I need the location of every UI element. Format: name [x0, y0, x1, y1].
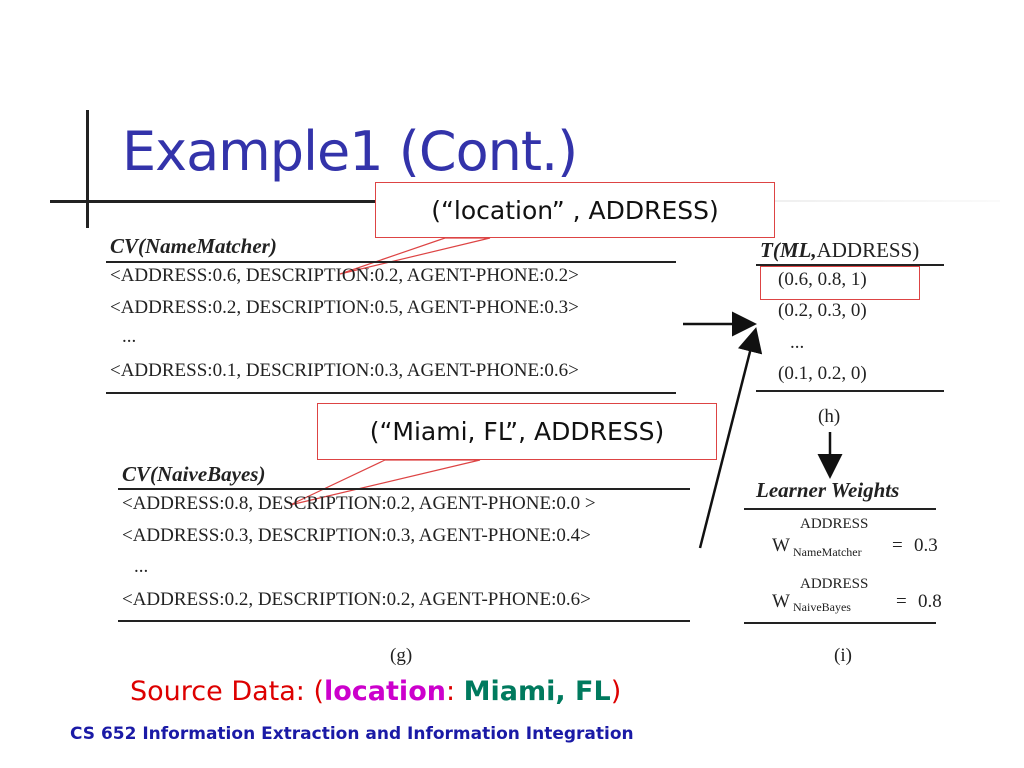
tml-highlight-box	[760, 266, 920, 300]
source-location: location	[324, 676, 446, 707]
learner-weights-header: Learner Weights	[756, 478, 900, 502]
source-suffix: )	[610, 676, 622, 707]
tml-row: (0.1, 0.2, 0)	[778, 363, 867, 384]
weights-top-rule	[744, 508, 936, 510]
namematcher-row: <ADDRESS:0.2, DESCRIPTION:0.5, AGENT-PHO…	[110, 297, 579, 318]
source-colon: :	[445, 676, 456, 707]
title-vertical-rule	[86, 110, 89, 228]
naivebayes-row: <ADDRESS:0.3, DESCRIPTION:0.3, AGENT-PHO…	[122, 525, 591, 546]
namematcher-top-rule	[106, 261, 676, 263]
arrow-from-naivebayes	[698, 327, 763, 549]
w2-value: 0.8	[918, 591, 942, 612]
tml-header-italic: T(ML,	[760, 238, 817, 262]
tml-row: (0.2, 0.3, 0)	[778, 300, 867, 321]
w1-subscript: NameMatcher	[793, 545, 862, 559]
slide-footer: CS 652 Information Extraction and Inform…	[70, 724, 634, 744]
naivebayes-header: CV(NaiveBayes)	[122, 462, 266, 486]
naivebayes-row: <ADDRESS:0.2, DESCRIPTION:0.2, AGENT-PHO…	[122, 589, 591, 610]
naivebayes-bottom-rule	[118, 620, 690, 622]
w1-value: 0.3	[914, 535, 938, 556]
tml-bottom-rule	[756, 390, 944, 392]
w2-superscript: ADDRESS	[800, 576, 869, 592]
naivebayes-top-rule	[118, 488, 690, 490]
source-prefix: Source Data: (	[130, 676, 324, 707]
location-callout-text: (“location” , ADDRESS)	[431, 195, 719, 225]
w2-symbol: W	[772, 591, 790, 612]
source-miami: Miami, FL	[463, 676, 611, 707]
w2-subscript: NaiveBayes	[793, 600, 851, 614]
caption-g: (g)	[390, 645, 413, 666]
tml-row: (0.6, 0.8, 1)	[778, 269, 867, 290]
tml-ellipsis: ...	[790, 332, 805, 353]
w1-superscript: ADDRESS	[800, 516, 869, 532]
w1-symbol: W	[772, 535, 790, 556]
caption-i: (i)	[834, 645, 852, 666]
tml-top-rule	[756, 264, 944, 266]
namematcher-bottom-rule	[106, 392, 676, 394]
tml-header: T(ML,ADDRESS)	[760, 238, 919, 263]
namematcher-ellipsis: ...	[122, 326, 137, 347]
title-horizontal-rule	[50, 200, 380, 203]
source-data-line: Source Data: (location: Miami, FL)	[130, 676, 621, 707]
slide-title: Example1 (Cont.)	[122, 120, 578, 183]
location-callout-tail	[339, 237, 491, 275]
weights-bottom-rule	[744, 622, 936, 624]
namematcher-header: CV(NameMatcher)	[110, 234, 277, 258]
w1-equals: =	[892, 535, 903, 556]
tml-header-rest: ADDRESS)	[816, 238, 920, 262]
location-callout: (“location” , ADDRESS)	[375, 182, 775, 238]
miami-callout-tail	[289, 459, 481, 506]
w2-equals: =	[896, 591, 907, 612]
namematcher-row: <ADDRESS:0.1, DESCRIPTION:0.3, AGENT-PHO…	[110, 360, 579, 381]
naivebayes-ellipsis: ...	[134, 556, 149, 577]
miami-callout-text: (“Miami, FL”, ADDRESS)	[369, 417, 665, 446]
naivebayes-row: <ADDRESS:0.8, DESCRIPTION:0.2, AGENT-PHO…	[122, 493, 596, 514]
namematcher-row: <ADDRESS:0.6, DESCRIPTION:0.2, AGENT-PHO…	[110, 265, 579, 286]
caption-h: (h)	[818, 406, 841, 427]
miami-callout: (“Miami, FL”, ADDRESS)	[317, 403, 717, 460]
